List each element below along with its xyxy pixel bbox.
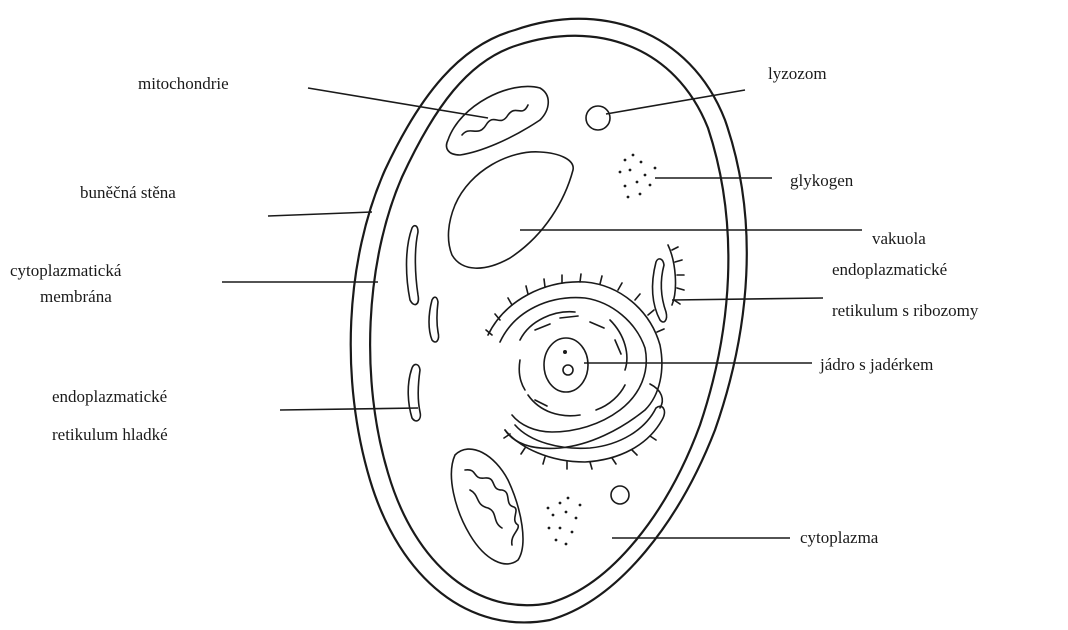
- leader-lyzozom: [606, 90, 745, 114]
- mitochondrion-top: [447, 87, 549, 155]
- label-er-hladke-line1: endoplazmatické: [52, 387, 167, 406]
- smooth-er-3: [408, 364, 420, 420]
- leader-er-hladke: [280, 408, 418, 410]
- label-jadro: jádro s jadérkem: [819, 355, 933, 374]
- label-glykogen: glykogen: [790, 171, 854, 190]
- cell-wall-outer: [351, 19, 747, 623]
- label-lyzozom: lyzozom: [768, 64, 827, 83]
- label-er-ribozomy-line2: retikulum s ribozomy: [832, 301, 979, 320]
- smooth-er-2: [429, 297, 439, 342]
- glycogen-dots-bottom: [547, 497, 582, 546]
- lysosome-top: [586, 106, 610, 130]
- label-bunecna-stena: buněčná stěna: [80, 183, 176, 202]
- label-cytoplazmaticka-line1: cytoplazmatická: [10, 261, 122, 280]
- leader-er-ribozomy: [672, 298, 823, 300]
- cell-membrane-inner: [370, 36, 728, 606]
- smooth-er-1: [407, 226, 419, 305]
- vacuole: [448, 152, 573, 268]
- label-mitochondrie: mitochondrie: [138, 74, 229, 93]
- glycogen-dots-top: [619, 154, 657, 199]
- label-er-ribozomy-line1: endoplazmatické: [832, 260, 947, 279]
- leader-mitochondrie: [308, 88, 488, 118]
- lysosome-bottom: [611, 486, 629, 504]
- leader-bunecna-stena: [268, 212, 372, 216]
- nucleus: [486, 274, 664, 469]
- label-cytoplazma: cytoplazma: [800, 528, 879, 547]
- label-cytoplazmaticka-line2: membrána: [40, 287, 112, 306]
- rough-er-right: [653, 245, 684, 322]
- label-vakuola: vakuola: [872, 229, 926, 248]
- mitochondrion-bottom: [451, 449, 523, 564]
- label-er-hladke-line2: retikulum hladké: [52, 425, 168, 444]
